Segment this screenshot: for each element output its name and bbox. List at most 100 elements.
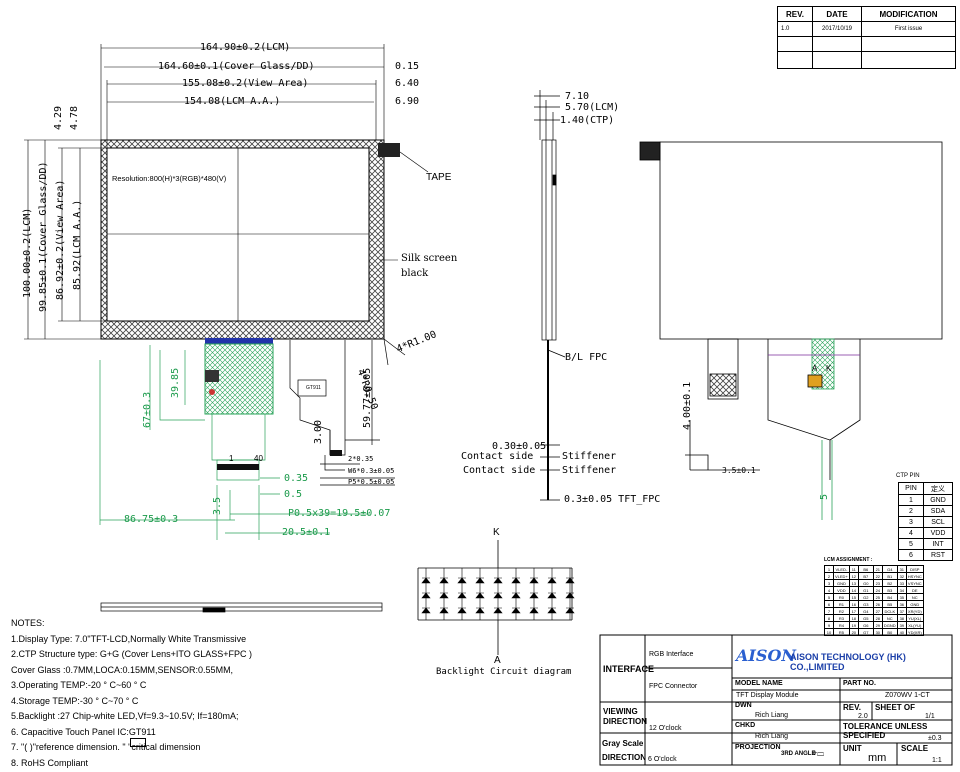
lcm-cell: B0 [881, 628, 898, 636]
tb-dwn: Rich Liang [755, 712, 789, 719]
lcm-cell: G5 [857, 614, 874, 622]
led-diode [457, 592, 467, 599]
note-item: 3.Operating TEMP:-20 ° C~60 ° C [11, 680, 147, 690]
tb-proj-h: PROJECTION [735, 744, 781, 751]
lcm-cell: 20 [848, 628, 859, 636]
note-item: 1.Display Type: 7.0"TFT-LCD,Normally Whi… [11, 633, 247, 644]
dim-cover-width: 164.60±0.1(Cover Glass/DD) [158, 61, 315, 72]
lcm-cell: B4 [881, 593, 898, 601]
tb-part-no-h: PART NO. [843, 680, 876, 687]
lcm-cell: GND [905, 600, 924, 608]
lcm-cell: B2 [881, 579, 898, 587]
lcm-cell: 40 [896, 628, 907, 636]
ctp-h-pin: PIN [898, 482, 924, 495]
tb-viewing-h: VIEWING DIRECTION [603, 707, 647, 726]
tb-sheet: 1/1 [925, 713, 935, 720]
led-diode [475, 607, 485, 614]
ic-label: GT911 [306, 385, 321, 391]
dim-3985: 39.85 [170, 367, 181, 398]
lcm-cell: 13 [848, 579, 859, 587]
dim-67: 67±0.3 [142, 391, 153, 428]
side-bl-fpc: B/L FPC [565, 352, 608, 363]
dim-cover-height: 99.85±0.1(Cover Glass/DD) [38, 161, 49, 312]
led-diode [511, 607, 521, 614]
lcm-cell: 17 [848, 607, 859, 615]
ctp-pin: 4 [898, 527, 924, 539]
dim-p5: P5*0.5±0.05 [348, 478, 395, 486]
led-k-label: K [493, 527, 500, 538]
lcm-cell: VSYNC [905, 579, 924, 587]
lcm-cell: 27 [872, 607, 883, 615]
lcm-cell: 11 [848, 565, 859, 573]
lcm-cell: B6 [857, 565, 874, 573]
rev-empty [777, 36, 813, 52]
tb-model-name-h: MODEL NAME [735, 680, 783, 687]
lcm-assign-title: LCM ASSIGNMENT : [824, 557, 873, 563]
back-dim-5: 5 [819, 493, 830, 500]
tb-unit: mm [868, 752, 887, 764]
dim-478: 4.78 [69, 105, 80, 130]
lcm-cell: NC [881, 614, 898, 622]
lcm-cell: DGND [881, 621, 898, 629]
tb-interface: INTERFACE [603, 664, 655, 674]
pin1-label: 1 [229, 454, 234, 463]
lcm-cell: YU(XL) [905, 614, 924, 622]
notes: NOTES: 1.Display Type: 7.0"TFT-LCD,Norma… [11, 616, 252, 771]
ctp-def: GND [923, 494, 953, 506]
tb-part-no: Z070WV 1-CT [885, 692, 930, 699]
side-contact-1: Contact side [461, 451, 534, 462]
tb-rev: 2.0 [858, 713, 868, 720]
tb-rgb: RGB Interface [649, 651, 694, 658]
tb-gray-h: Gray Scale DIRECTION [602, 739, 646, 762]
led-diode [439, 607, 449, 614]
tb-chkd: Rich Liang [755, 733, 789, 740]
backlight-caption: Backlight Circuit diagram [436, 667, 572, 677]
led-diode [547, 607, 557, 614]
tape-label: TAPE [426, 172, 452, 183]
ctp-def: RST [923, 549, 953, 561]
dim-015: 0.15 [395, 61, 420, 72]
note-item: Cover Glass :0.7MM,LOCA:0.15MM,SENSOR:0.… [11, 664, 234, 675]
tb-gray: 6 O'clock [648, 756, 677, 763]
note-item: 2.CTP Structure type: G+G (Cover Lens+IT… [11, 649, 253, 659]
rev-empty [777, 51, 813, 69]
lcm-cell: 36 [896, 600, 907, 608]
dim-5977: 59.77±0.05 [362, 367, 373, 428]
lcm-cell: 23 [872, 579, 883, 587]
lcm-cell: 32 [896, 572, 907, 580]
lcm-cell: 8 [824, 614, 834, 622]
note-item: 7. "( )"reference dimension. " "critical… [11, 742, 201, 752]
lcm-cell: 22 [872, 572, 883, 580]
tb-viewing: 12 O'clock [649, 725, 682, 732]
tb-model-name: TFT Display Module [736, 692, 799, 699]
dim-35: 3.5 [212, 496, 223, 515]
lcm-cell: DE [905, 586, 924, 594]
lcm-cell: 39 [896, 621, 907, 629]
projection-icon: ⌖▭ [812, 748, 824, 758]
tb-tol-h: TOLERANCE UNLESS SPECIFIED [843, 722, 928, 740]
lcm-cell: 1 [824, 565, 834, 573]
lcm-cell: 16 [848, 600, 859, 608]
side-dim-140: 1.40(CTP) [560, 115, 615, 126]
ctp-def: SDA [923, 505, 953, 517]
lcm-cell: 7 [824, 607, 834, 615]
led-array [421, 568, 575, 620]
lcm-cell: G2 [857, 593, 874, 601]
led-a-label: A [494, 655, 501, 666]
lcm-cell: R3 [833, 614, 850, 622]
led-diode [421, 577, 431, 584]
tb-rev-h: REV. [843, 703, 861, 712]
side-stiff-dim: 0.30±0.05 [492, 441, 547, 452]
lcm-cell: 33 [896, 579, 907, 587]
ctp-pin: 2 [898, 505, 924, 517]
bottom-profile [100, 602, 383, 613]
dim-view-width: 155.08±0.2(View Area) [182, 78, 309, 89]
tb-proj: 3RD ANGLE [781, 751, 816, 757]
rev-row-date: 2017/10/19 [812, 21, 862, 37]
lcm-cell: 4 [824, 586, 834, 594]
dim-lcm-width: 164.90±0.2(LCM) [200, 42, 291, 53]
tb-fpc: FPC Connector [649, 683, 698, 690]
lcm-cell: VLED- [833, 565, 850, 573]
led-diode [547, 577, 557, 584]
